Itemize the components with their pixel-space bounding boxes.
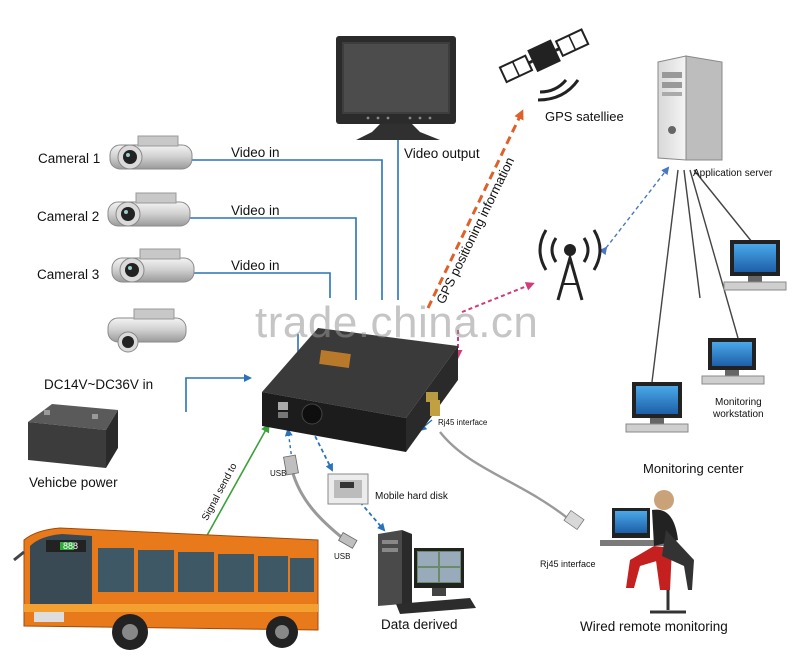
vehicle-battery [28, 404, 118, 468]
usb-cable [290, 469, 346, 542]
application-server-label: Application server [693, 168, 773, 179]
camera3-line [192, 272, 331, 298]
video-in-3-label: Video in [231, 258, 280, 273]
bus-route-sign: 888 [63, 541, 79, 551]
rj45-bottom-label: Rj45 interface [540, 559, 596, 569]
video-in-1-label: Video in [231, 145, 280, 160]
vehicle-power-label: Vehicbe power [29, 475, 118, 490]
camera-1 [109, 135, 193, 170]
data-pc [378, 530, 476, 614]
watermark: trade.china.cn [255, 298, 539, 347]
monitoring-workstation-label-2: workstation [713, 409, 764, 420]
camera3-label: Cameral 3 [37, 267, 100, 282]
workstation-right [723, 240, 787, 291]
rj45-top-label: Rj45 interface [438, 418, 488, 427]
video-in-lines [190, 159, 383, 355]
hard-disk-arrow [311, 429, 333, 472]
signal-line [199, 423, 270, 549]
video-in-2-label: Video in [231, 203, 280, 218]
data-derived-label: Data derived [381, 617, 458, 632]
mobile-hard-disk [327, 473, 369, 505]
tower-server-link [599, 166, 670, 256]
application-server [657, 55, 723, 161]
dc-in-label: DC14V~DC36V in [44, 377, 154, 392]
monitoring-workstation-label-1: Monitoring [715, 397, 762, 408]
monitoring-center-label: Monitoring center [643, 461, 744, 476]
wired-remote-label: Wired remote monitoring [580, 619, 728, 634]
gps-satellite-label: GPS satelliee [545, 109, 624, 124]
camera2-label: Cameral 2 [37, 209, 100, 224]
workstation-middle [701, 338, 765, 385]
data-derived-arrow [359, 501, 386, 532]
usb-arrow [284, 428, 293, 461]
workstation-left [625, 382, 689, 433]
video-output-label: Video output [404, 146, 480, 161]
bus [13, 527, 319, 650]
video-monitor [336, 36, 456, 140]
camera1-line [190, 159, 383, 300]
camera-2 [107, 192, 191, 227]
camera-3 [111, 248, 195, 283]
usb-bottom-label: USB [334, 552, 351, 561]
mobile-dvr [262, 328, 458, 452]
radio-tower [538, 229, 602, 301]
usb-top-label: USB [270, 469, 287, 478]
remote-operator [600, 490, 694, 614]
server-lines [651, 169, 753, 383]
camera1-label: Cameral 1 [38, 151, 101, 166]
wireless-arrow-up [461, 282, 535, 313]
camera-4 [107, 308, 187, 353]
rj45-cable [439, 431, 571, 521]
power-line [185, 374, 252, 412]
mobile-hard-disk-label: Mobile hard disk [375, 491, 448, 502]
camera2-line [190, 217, 357, 300]
gps-arrow [426, 109, 524, 309]
gps-satellite [498, 28, 590, 102]
